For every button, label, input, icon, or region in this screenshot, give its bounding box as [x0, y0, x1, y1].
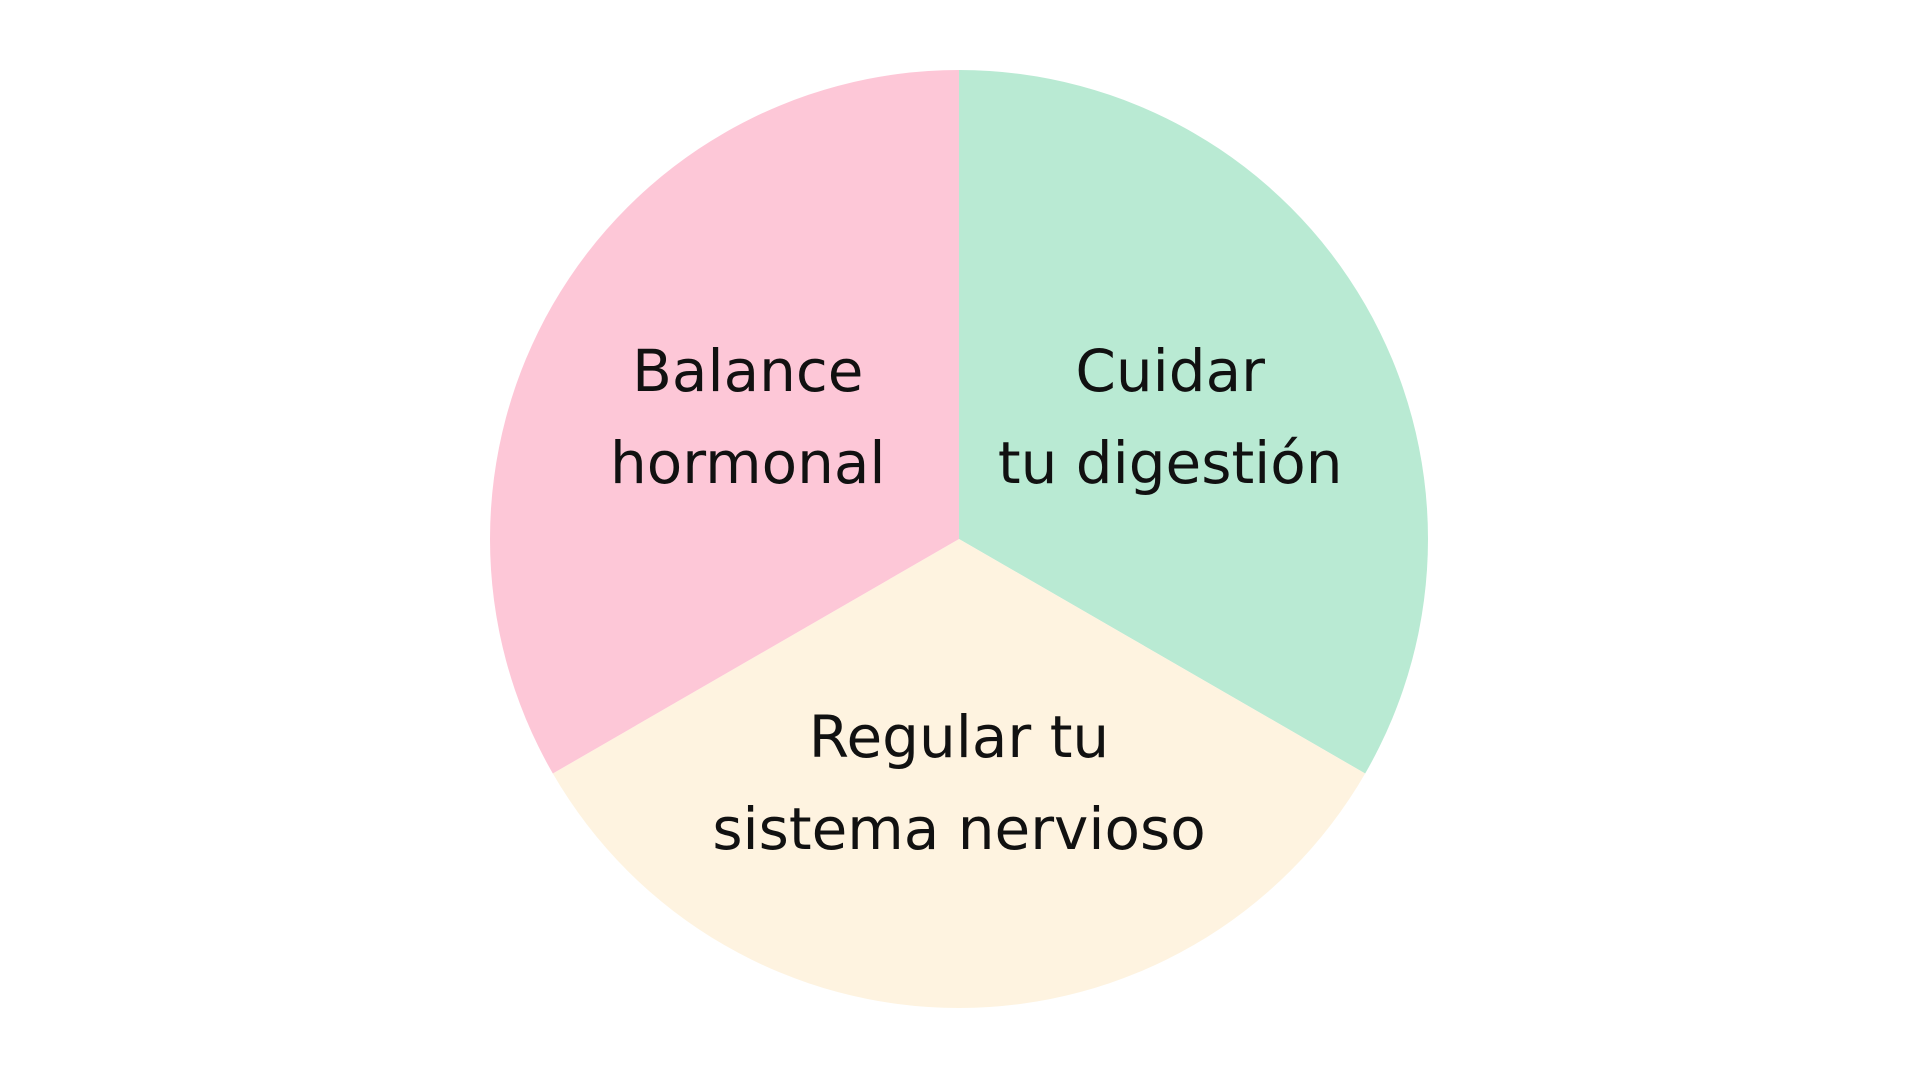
slice-label: hormonal: [610, 429, 885, 497]
slice-label: Regular tu: [809, 703, 1109, 771]
slice-label: tu digestión: [998, 429, 1343, 497]
slice-label: Balance: [632, 337, 863, 405]
slice-label: Cuidar: [1075, 337, 1265, 405]
pie-slice: [959, 70, 1428, 774]
pie-slice: [490, 70, 959, 774]
slice-label: sistema nervioso: [712, 795, 1205, 863]
